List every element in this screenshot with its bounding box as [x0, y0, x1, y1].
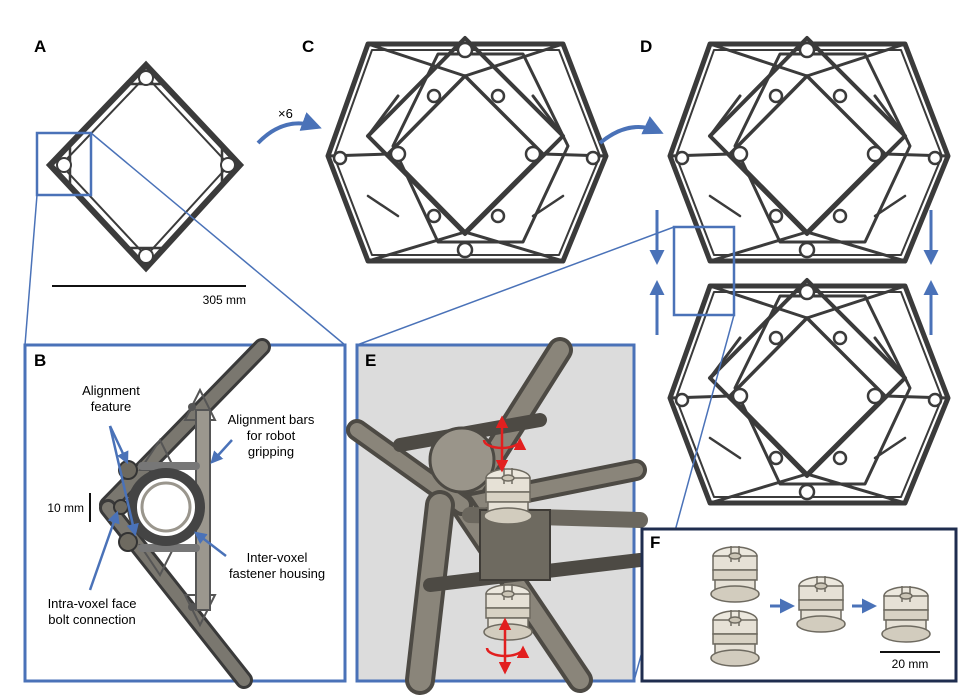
lower-fastener [483, 583, 533, 641]
bottom-voxel-d [670, 280, 948, 503]
scale-label-b: 10 mm [47, 501, 84, 515]
panel-label-a: A [34, 37, 46, 56]
zoom-line [90, 132, 346, 346]
panel-label-b: B [34, 351, 46, 370]
upper-cam-housing [428, 426, 496, 494]
upper-fastener [483, 467, 533, 525]
zoom-line [356, 226, 675, 346]
assembled-voxel-c [328, 38, 606, 261]
assemble-arrow [598, 116, 664, 145]
corner-detail [99, 338, 271, 689]
panel-label-e: E [365, 351, 376, 370]
panel-label-d: D [640, 37, 652, 56]
multiplier-label: ×6 [278, 106, 293, 121]
panel-label-f: F [650, 533, 660, 552]
zoom-line [24, 194, 38, 346]
fastener-partial [796, 575, 846, 633]
fastener-locked [881, 585, 931, 643]
fastener-exploded-top [710, 545, 760, 603]
joint-callout-box [672, 225, 736, 317]
fastener-exploded-bottom [710, 609, 760, 667]
panel-label-c: C [302, 37, 314, 56]
multiply-arrow [256, 112, 322, 145]
single-face-frame [45, 60, 245, 273]
detail-callout-box [35, 131, 93, 197]
scale-label-f: 20 mm [892, 657, 929, 671]
rotation-arrows [482, 415, 530, 675]
stacking-arrows [649, 210, 939, 335]
scale-label-a: 305 mm [203, 293, 246, 307]
callout-arrows-b [88, 425, 233, 591]
